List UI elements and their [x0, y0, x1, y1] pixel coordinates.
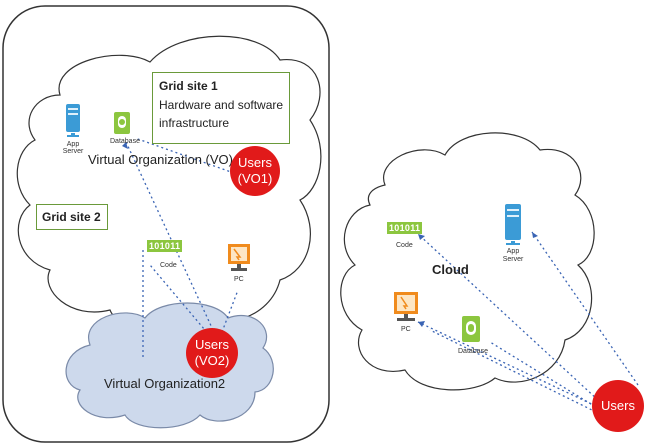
vo2-cloud-shape	[65, 302, 274, 429]
cloud-code-icon: 101011	[387, 222, 423, 234]
users-cloud-label: Users	[601, 397, 635, 413]
users-vo1-line1: Users	[238, 154, 272, 170]
arrowhead-code	[418, 234, 425, 240]
app-server-caption: App Server	[62, 141, 84, 155]
link-users-code	[417, 233, 599, 401]
cloud-label: Cloud	[432, 262, 469, 277]
users-vo1-line2: (VO1)	[237, 171, 273, 186]
arrowhead-pc	[418, 321, 425, 327]
arrowhead-database	[122, 142, 128, 149]
grid-site-1-box: Grid site 1 Hardware and software infras…	[152, 72, 290, 144]
database-caption: Database	[110, 138, 140, 145]
grid-site-1-line2: infrastructure	[159, 116, 230, 130]
arrowhead-appserver	[532, 232, 538, 238]
cloud-code-caption: Code	[396, 242, 413, 249]
code-icon: 101011	[147, 240, 183, 252]
database-icon	[114, 112, 130, 134]
cloud-shape	[340, 132, 595, 391]
vo1-label: Virtual Organization (VO) 1	[88, 152, 244, 167]
users-vo1: Users (VO1)	[230, 146, 280, 196]
code-caption: Code	[160, 262, 177, 269]
app-server-icon	[66, 104, 80, 137]
pc-caption: PC	[234, 276, 244, 283]
grid-site-2-box: Grid site 2	[36, 204, 108, 230]
cloud-database-icon	[462, 316, 480, 342]
users-vo2: Users (VO2)	[186, 328, 238, 378]
users-cloud: Users	[592, 380, 644, 432]
cloud-app-server-caption: App Server	[502, 248, 524, 263]
link-vo2-code	[149, 264, 211, 337]
cloud-pc-caption: PC	[401, 326, 411, 333]
users-vo2-line1: Users	[195, 336, 229, 352]
cloud-app-server-icon	[505, 204, 521, 245]
link-users-database	[489, 341, 605, 413]
vo2-label: Virtual Organization2	[104, 376, 226, 391]
cloud-pc-icon	[394, 292, 418, 321]
cloud-database-caption: Database	[458, 348, 488, 355]
pc-icon	[228, 244, 250, 271]
link-users-pc	[417, 321, 601, 409]
users-vo2-line2: (VO2)	[194, 353, 230, 368]
grid-site-1-line1: Hardware and software	[159, 98, 284, 112]
link-users-appserver	[531, 231, 639, 386]
arrow-heads	[122, 142, 538, 327]
grid-site-1-title: Grid site 1	[159, 79, 218, 93]
link-users-bottom	[429, 329, 597, 413]
grid-site-2-title: Grid site 2	[42, 210, 101, 224]
connection-lines	[125, 137, 639, 413]
grid-boundary	[2, 5, 330, 443]
